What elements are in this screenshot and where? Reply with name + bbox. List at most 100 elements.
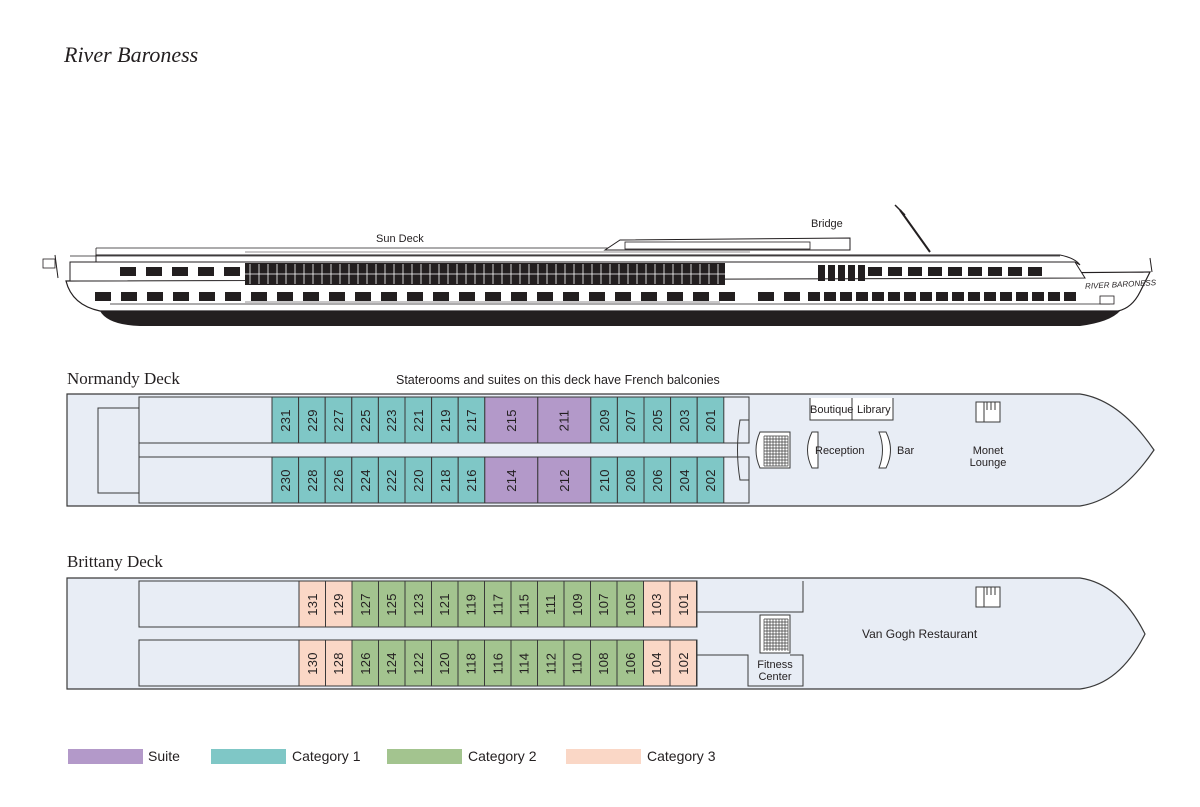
cabin-number-101: 101 (670, 581, 697, 627)
cabin-number-105: 105 (617, 581, 644, 627)
legend-swatch-category3 (566, 749, 641, 764)
cabin-number-text: 107 (596, 592, 612, 616)
stern-flag (42, 254, 59, 279)
cabin-number-text: 105 (622, 592, 638, 616)
cabin-226 (324, 456, 353, 504)
cabin-120 (431, 639, 459, 687)
cabin-number-115: 115 (511, 581, 538, 627)
cabin-number-122: 122 (405, 640, 432, 686)
fitness-center-line2: Center (758, 671, 792, 683)
cabin-number-text: 121 (437, 592, 453, 616)
bar-counter (878, 431, 891, 469)
monet-lounge-label: Monet Lounge (962, 445, 1014, 469)
cabin-number-108: 108 (591, 640, 618, 686)
cabin-number-127: 127 (352, 581, 379, 627)
hull-badge (1099, 295, 1115, 305)
cabin-115 (510, 580, 538, 628)
cabin-number-text: 123 (410, 592, 426, 616)
cabin-205 (643, 396, 672, 444)
cabin-127 (351, 580, 379, 628)
bar-label: Bar (897, 445, 915, 457)
cabin-number-112: 112 (538, 640, 565, 686)
profile-windows (95, 265, 1076, 301)
cabin-215 (484, 396, 539, 444)
cabin-number-text: 124 (384, 651, 400, 675)
fitness-center-line1: Fitness (757, 659, 793, 671)
normandy-cabins (271, 396, 725, 504)
cabin-number-text: 122 (410, 651, 426, 675)
bow-flag (1149, 257, 1153, 273)
normandy-staircase (755, 431, 791, 469)
cabin-202 (696, 456, 725, 504)
ship-side-profile (42, 204, 1153, 326)
cabin-number-107: 107 (591, 581, 618, 627)
cabin-number-text: 104 (649, 651, 665, 675)
cabin-107 (590, 580, 618, 628)
cabin-number-text: 129 (331, 592, 347, 616)
cabin-220 (404, 456, 433, 504)
cabin-number-text: 117 (490, 593, 506, 615)
cabin-number-102: 102 (670, 640, 697, 686)
cabin-125 (378, 580, 406, 628)
normandy-stern-room (97, 407, 140, 494)
cabin-number-text: 131 (304, 592, 320, 616)
fitness-center-room (697, 654, 804, 687)
cabin-number-125: 125 (379, 581, 406, 627)
cabin-number-126: 126 (352, 640, 379, 686)
brittany-deck-title: Brittany Deck (67, 552, 163, 571)
cabin-109 (563, 580, 591, 628)
boutique-label: Boutique (810, 404, 854, 416)
cabin-number-text: 116 (490, 652, 506, 674)
cabin-number-text: 112 (543, 652, 559, 674)
legend-label-category2: Category 2 (468, 748, 537, 764)
cabin-201 (696, 396, 725, 444)
brittany-staircase (759, 614, 791, 654)
cabin-123 (404, 580, 432, 628)
cabin-207 (616, 396, 645, 444)
cabin-101 (669, 580, 697, 628)
cabin-208 (616, 456, 645, 504)
bridge-house (603, 204, 931, 253)
cabin-number-text: 120 (437, 651, 453, 675)
monet-lounge-line1: Monet (972, 445, 1004, 457)
cabin-number-119: 119 (458, 581, 485, 627)
cabin-number-text: 118 (463, 652, 479, 674)
cabin-number-124: 124 (379, 640, 406, 686)
cabin-number-121: 121 (432, 581, 459, 627)
normandy-deck-note: Staterooms and suites on this deck have … (396, 373, 720, 387)
cabin-211 (537, 396, 592, 444)
cabin-number-130: 130 (299, 640, 326, 686)
cabin-204 (670, 456, 698, 504)
cabin-number-104: 104 (644, 640, 671, 686)
cabin-number-131: 131 (299, 581, 326, 627)
cabin-206 (643, 456, 672, 504)
cabin-106 (616, 639, 644, 687)
cabin-217 (457, 396, 486, 444)
cabin-number-106: 106 (617, 640, 644, 686)
cabin-number-text: 108 (596, 651, 612, 675)
cabin-number-text: 130 (304, 651, 320, 675)
cabin-number-text: 106 (622, 651, 638, 675)
cabin-118 (457, 639, 485, 687)
normandy-deck-title: Normandy Deck (67, 369, 180, 388)
cabin-122 (404, 639, 432, 687)
library-label: Library (857, 404, 891, 416)
cabin-number-116: 116 (485, 640, 512, 686)
cabin-number-text: 126 (357, 651, 373, 675)
cabin-number-129: 129 (326, 581, 353, 627)
legend-label-suite: Suite (148, 748, 180, 764)
bridge-label: Bridge (811, 218, 843, 230)
van-gogh-restaurant-label: Van Gogh Restaurant (862, 627, 978, 641)
cabin-number-111: 111 (538, 581, 565, 627)
cabin-number-text: 102 (675, 651, 691, 675)
monet-lounge-line2: Lounge (969, 457, 1007, 469)
cabin-130 (298, 639, 326, 687)
legend-swatch-category1 (211, 749, 286, 764)
cabin-110 (563, 639, 591, 687)
legend-label-category1: Category 1 (292, 748, 361, 764)
cabin-111 (537, 580, 565, 628)
cabin-103 (643, 580, 671, 628)
legend-label-category3: Category 3 (647, 748, 716, 764)
